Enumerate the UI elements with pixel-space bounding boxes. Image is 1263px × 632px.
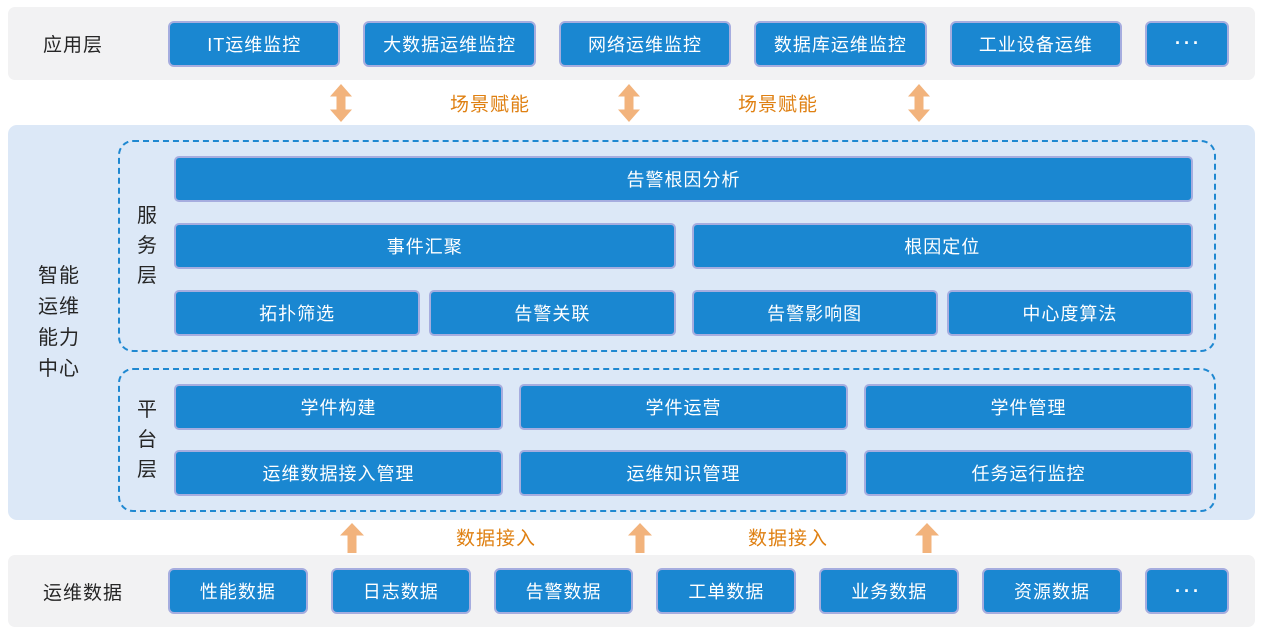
- ops-data-band: 运维数据 性能数据 日志数据 告警数据 工单数据 业务数据 资源数据 ···: [8, 555, 1255, 627]
- platform-box-task-run-monitoring: 任务运行监控: [864, 450, 1193, 496]
- service-box-alarm-correlation: 告警关联: [429, 290, 676, 336]
- application-layer-band: 应用层 IT运维监控 大数据运维监控 网络运维监控 数据库运维监控 工业设备运维…: [8, 7, 1255, 80]
- up-arrow-icon: [340, 523, 364, 553]
- service-layer-rows: 告警根因分析 事件汇聚 根因定位 拓扑筛选 告警关联 告警影响图 中心度算法: [174, 142, 1193, 350]
- service-row-2: 事件汇聚 根因定位: [174, 223, 1193, 269]
- service-row-1: 告警根因分析: [174, 156, 1193, 202]
- application-layer-items: IT运维监控 大数据运维监控 网络运维监控 数据库运维监控 工业设备运维 ···: [168, 20, 1230, 67]
- data-box-business-data: 业务数据: [819, 568, 960, 614]
- data-box-ticket-data: 工单数据: [656, 568, 797, 614]
- up-arrow-icon: [628, 523, 652, 553]
- service-box-centrality-algorithm: 中心度算法: [946, 290, 1193, 336]
- platform-layer-rows: 学件构建 学件运营 学件管理 运维数据接入管理 运维知识管理 任务运行监控: [174, 370, 1193, 510]
- double-arrow-icon: [330, 84, 352, 122]
- platform-row-2: 运维数据接入管理 运维知识管理 任务运行监控: [174, 450, 1193, 496]
- platform-box-learnware-management: 学件管理: [864, 384, 1193, 430]
- app-box-database-ops-monitoring: 数据库运维监控: [754, 20, 927, 67]
- capability-center-label: 智能 运维 能力 中心: [38, 264, 80, 380]
- service-box-alarm-impact-graph: 告警影响图: [691, 290, 938, 336]
- ops-data-label: 运维数据: [43, 582, 124, 604]
- service-box-topology-filter: 拓扑筛选: [174, 290, 421, 336]
- service-box-event-aggregation: 事件汇聚: [174, 223, 676, 269]
- platform-layer-group: 平 台 层 学件构建 学件运营 学件管理 运维数据接入管理 运维知识管理 任务运…: [118, 368, 1216, 512]
- data-box-resource-data: 资源数据: [982, 568, 1122, 614]
- data-box-log-data: 日志数据: [330, 568, 471, 614]
- up-arrow-icon: [915, 523, 939, 553]
- service-row-3: 拓扑筛选 告警关联 告警影响图 中心度算法: [174, 290, 1193, 336]
- double-arrow-icon: [618, 84, 640, 122]
- platform-box-ops-data-access-management: 运维数据接入管理: [174, 450, 503, 496]
- service-layer-label: 服 务 层: [137, 205, 157, 287]
- scene-enable-label: 场景赋能: [737, 94, 819, 115]
- application-layer-label: 应用层: [43, 35, 104, 56]
- platform-row-1: 学件构建 学件运营 学件管理: [174, 384, 1193, 430]
- data-access-label: 数据接入: [747, 528, 829, 550]
- ops-data-items: 性能数据 日志数据 告警数据 工单数据 业务数据 资源数据 ···: [168, 568, 1229, 614]
- app-box-more-ellipsis: ···: [1145, 20, 1230, 67]
- capability-center-band: 智能 运维 能力 中心 服 务 层 告警根因分析 事件汇聚 根因定位 拓扑筛选 …: [8, 125, 1255, 520]
- service-box-root-cause-location: 根因定位: [691, 223, 1193, 269]
- app-box-bigdata-ops-monitoring: 大数据运维监控: [363, 20, 536, 67]
- double-arrow-icon: [908, 84, 930, 122]
- app-box-industrial-equipment-ops: 工业设备运维: [949, 20, 1123, 67]
- scene-enable-arrow-row: 场景赋能 场景赋能: [0, 80, 1263, 125]
- platform-box-ops-knowledge-management: 运维知识管理: [519, 450, 848, 496]
- service-layer-group: 服 务 层 告警根因分析 事件汇聚 根因定位 拓扑筛选 告警关联 告警影响图 中…: [118, 140, 1216, 352]
- service-box-alarm-root-cause-analysis: 告警根因分析: [174, 156, 1193, 202]
- platform-box-learnware-build: 学件构建: [174, 384, 503, 430]
- data-box-performance-data: 性能数据: [168, 568, 308, 614]
- app-box-it-ops-monitoring: IT运维监控: [168, 20, 341, 67]
- data-box-more-ellipsis: ···: [1144, 568, 1229, 614]
- scene-enable-label: 场景赋能: [449, 94, 531, 115]
- data-access-label: 数据接入: [455, 528, 537, 550]
- app-box-network-ops-monitoring: 网络运维监控: [558, 20, 732, 67]
- platform-box-learnware-operation: 学件运营: [519, 384, 848, 430]
- data-box-alarm-data: 告警数据: [493, 568, 634, 614]
- data-access-arrow-row: 数据接入 数据接入: [0, 519, 1263, 555]
- platform-layer-label: 平 台 层: [137, 399, 157, 481]
